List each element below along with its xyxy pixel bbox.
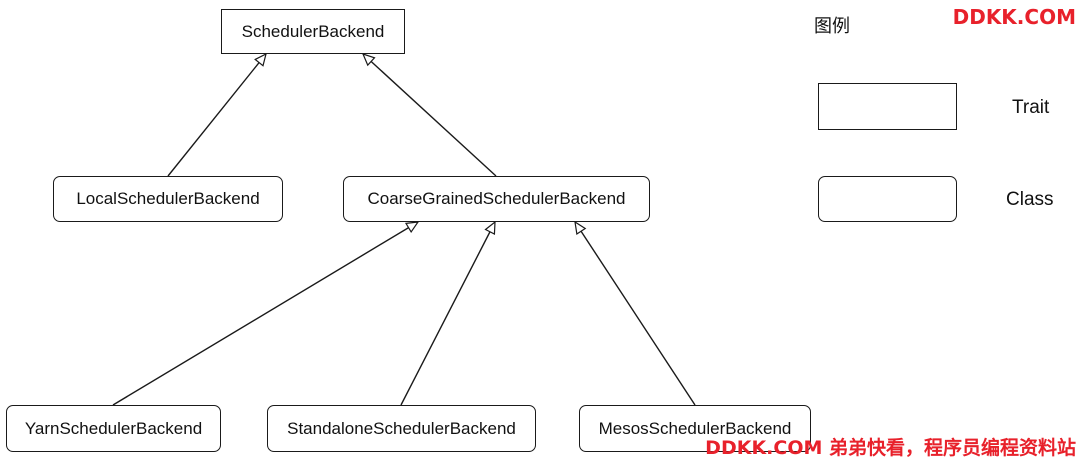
legend-trait-label: Trait (1012, 97, 1050, 118)
scheduler-backend-label: SchedulerBackend (241, 21, 385, 41)
yarn-scheduler-backend-node: YarnSchedulerBackend (6, 405, 221, 452)
legend-title: 图例 (814, 16, 850, 37)
standalone-scheduler-backend-label: StandaloneSchedulerBackend (287, 418, 516, 438)
legend-trait-box (818, 83, 957, 130)
edge-coarse-to-scheduler (361, 53, 497, 177)
coarse-grained-scheduler-backend-label: CoarseGrainedSchedulerBackend (367, 189, 626, 208)
watermark-top: DDKK.COM (952, 5, 1076, 29)
local-scheduler-backend-label: LocalSchedulerBackend (76, 189, 260, 208)
edge-standalone-to-coarse (400, 220, 496, 406)
coarse-grained-scheduler-backend-node: CoarseGrainedSchedulerBackend (343, 176, 650, 222)
yarn-scheduler-backend-label: YarnSchedulerBackend (24, 418, 203, 438)
edge-mesos-to-coarse (574, 220, 696, 406)
watermark-bottom: DDKK.COM 弟弟快看，程序员编程资料站 (705, 437, 1076, 459)
legend-class-label: Class (1006, 189, 1054, 210)
edge-local-to-scheduler (167, 52, 267, 177)
standalone-scheduler-backend-node: StandaloneSchedulerBackend (267, 405, 536, 452)
edge-yarn-to-coarse (112, 221, 420, 406)
local-scheduler-backend-node: LocalSchedulerBackend (53, 176, 283, 222)
mesos-scheduler-backend-node: MesosSchedulerBackend (579, 405, 811, 452)
legend-class-box (818, 176, 957, 222)
scheduler-backend-node: SchedulerBackend (221, 9, 405, 54)
mesos-scheduler-backend-label: MesosSchedulerBackend (598, 418, 792, 438)
